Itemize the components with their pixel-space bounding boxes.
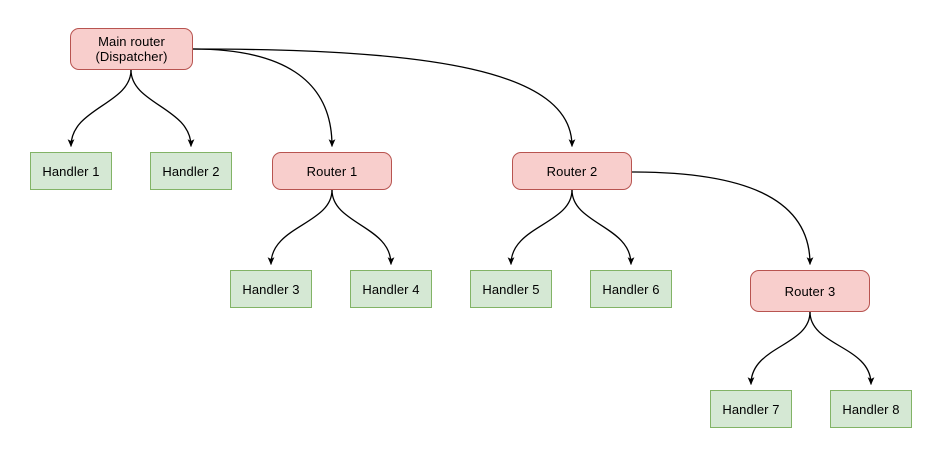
node-label-handler-8: Handler 8: [842, 401, 900, 417]
node-router-1[interactable]: Router 1: [272, 152, 392, 190]
node-label-handler-3: Handler 3: [242, 281, 300, 297]
node-label-handler-1: Handler 1: [42, 163, 100, 179]
node-label-handler-5: Handler 5: [482, 281, 540, 297]
node-router-3[interactable]: Router 3: [750, 270, 870, 312]
node-handler-8[interactable]: Handler 8: [830, 390, 912, 428]
node-label-router-1: Router 1: [306, 163, 358, 179]
node-handler-3[interactable]: Handler 3: [230, 270, 312, 308]
edge-router-1-to-handler-3: [267, 189, 333, 266]
node-label-handler-2: Handler 2: [162, 163, 220, 179]
edge-main-router-to-router-2: [192, 48, 576, 148]
edge-router-1-to-handler-4: [331, 189, 395, 266]
node-handler-2[interactable]: Handler 2: [150, 152, 232, 190]
node-label-router-2: Router 2: [546, 163, 598, 179]
node-router-2[interactable]: Router 2: [512, 152, 632, 190]
node-label-main-router: Main router (Dispatcher): [95, 34, 168, 64]
node-label-handler-7: Handler 7: [722, 401, 780, 417]
node-label-handler-6: Handler 6: [602, 281, 660, 297]
node-label-router-3: Router 3: [784, 283, 836, 299]
edge-router-3-to-handler-7: [747, 311, 811, 386]
node-handler-1[interactable]: Handler 1: [30, 152, 112, 190]
node-handler-4[interactable]: Handler 4: [350, 270, 432, 308]
node-handler-5[interactable]: Handler 5: [470, 270, 552, 308]
edge-main-router-to-handler-1: [67, 69, 132, 148]
node-label-handler-4: Handler 4: [362, 281, 420, 297]
edge-router-2-to-handler-6: [571, 189, 635, 266]
edge-main-router-to-router-1: [192, 48, 336, 148]
node-main-router[interactable]: Main router (Dispatcher): [70, 28, 193, 70]
edge-main-router-to-handler-2: [130, 69, 195, 148]
edge-router-2-to-handler-5: [507, 189, 573, 266]
node-handler-6[interactable]: Handler 6: [590, 270, 672, 308]
node-handler-7[interactable]: Handler 7: [710, 390, 792, 428]
edge-router-2-to-router-3: [631, 171, 814, 266]
edge-router-3-to-handler-8: [809, 311, 875, 386]
